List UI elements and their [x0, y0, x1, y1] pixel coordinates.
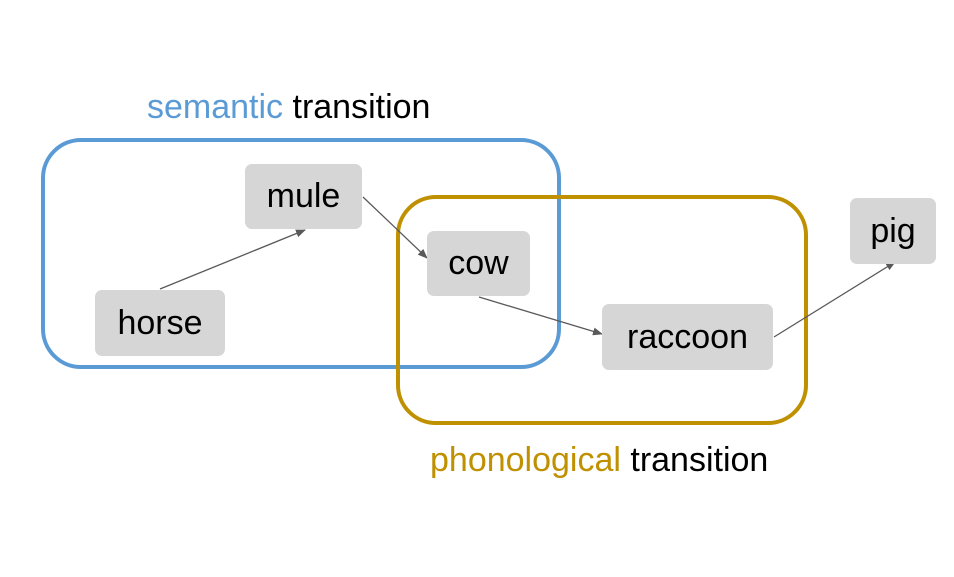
semantic-title-rest: transition — [283, 88, 431, 126]
node-pig: pig — [850, 198, 936, 264]
semantic-group-box — [41, 138, 561, 369]
node-raccoon: raccoon — [602, 304, 773, 370]
semantic-word: semantic — [147, 88, 284, 126]
arrow-mule-to-cow — [362, 196, 428, 259]
node-cow: cow — [427, 231, 530, 296]
phonological-word: phonological — [430, 441, 621, 479]
phonological-group-box — [396, 195, 808, 425]
edges-layer — [159, 196, 896, 338]
semantic-transition-title: semantic transition — [147, 87, 430, 127]
phonological-transition-title: phonological transition — [430, 440, 768, 480]
node-mule: mule — [245, 164, 362, 229]
node-horse: horse — [95, 290, 225, 356]
arrow-horse-to-mule — [159, 229, 306, 290]
arrow-raccoon-to-pig — [773, 261, 896, 338]
arrow-cow-to-raccoon — [478, 296, 603, 336]
phonological-title-rest: transition — [620, 441, 769, 479]
